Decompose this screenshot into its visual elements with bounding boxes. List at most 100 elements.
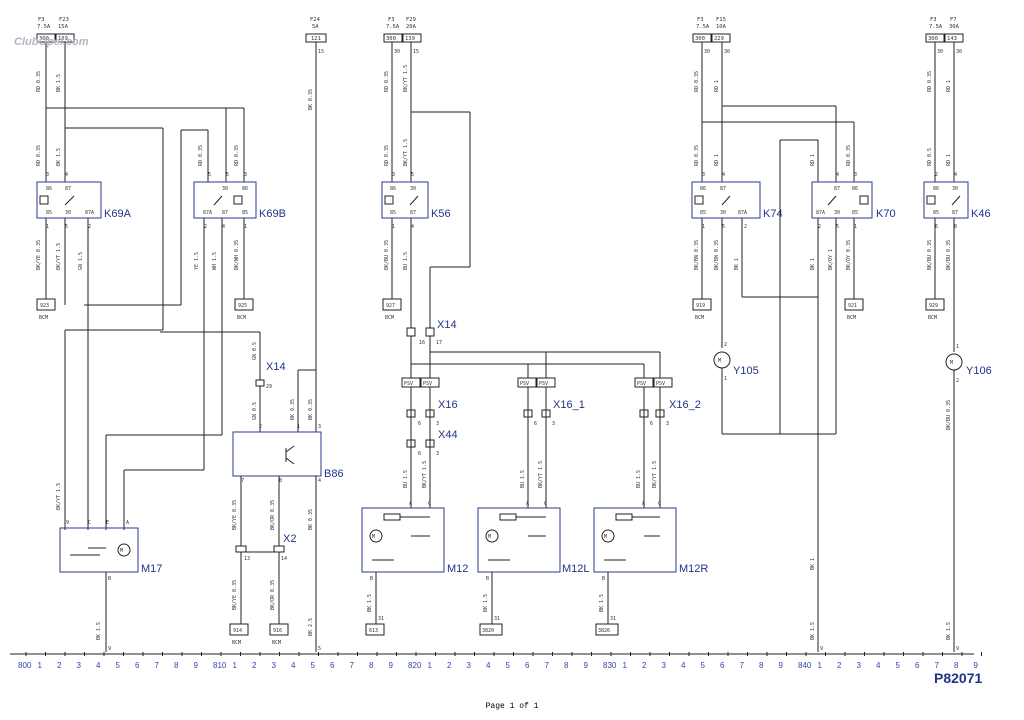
svg-text:1: 1	[46, 224, 49, 230]
svg-text:BK 0.35: BK 0.35	[308, 509, 314, 530]
svg-text:87: 87	[65, 186, 71, 192]
svg-text:RD 1: RD 1	[714, 80, 720, 92]
svg-text:5: 5	[836, 224, 839, 230]
svg-text:5: 5	[318, 646, 321, 652]
svg-text:BCM: BCM	[928, 315, 937, 321]
k56-label: K56	[431, 208, 451, 220]
svg-text:85: 85	[390, 210, 396, 216]
svg-text:RD 1: RD 1	[714, 154, 720, 166]
svg-text:9: 9	[66, 520, 69, 526]
svg-text:121: 121	[311, 36, 321, 42]
svg-text:1: 1	[956, 344, 959, 350]
svg-text:86: 86	[700, 186, 706, 192]
svg-text:PSV: PSV	[539, 381, 548, 387]
svg-text:YE 1.5: YE 1.5	[194, 252, 200, 270]
svg-text:87: 87	[222, 210, 228, 216]
svg-text:3: 3	[436, 421, 439, 427]
svg-text:2: 2	[956, 378, 959, 384]
svg-text:229: 229	[714, 36, 724, 42]
svg-text:30: 30	[704, 49, 710, 55]
svg-text:3: 3	[318, 424, 321, 430]
ruler-label: 8	[369, 661, 374, 670]
svg-text:BCM: BCM	[232, 640, 241, 646]
svg-text:30: 30	[724, 49, 730, 55]
svg-text:87: 87	[410, 210, 416, 216]
ruler-label: 4	[876, 661, 881, 670]
svg-text:30: 30	[956, 49, 962, 55]
svg-text:914: 914	[233, 628, 242, 634]
svg-text:E: E	[106, 520, 109, 526]
svg-text:F3: F3	[38, 17, 45, 23]
svg-text:M: M	[120, 548, 123, 554]
ruler-label: 3	[467, 661, 472, 670]
svg-text:87A: 87A	[203, 210, 212, 216]
svg-text:3: 3	[436, 451, 439, 457]
svg-text:BCM: BCM	[847, 315, 856, 321]
svg-text:4: 4	[65, 172, 68, 178]
svg-text:M: M	[372, 534, 375, 540]
x16-label: X16	[438, 399, 458, 411]
svg-text:A: A	[642, 501, 645, 507]
svg-text:GN 1.5: GN 1.5	[78, 252, 84, 270]
svg-text:B: B	[370, 576, 373, 582]
svg-text:BK/YT 1.5: BK/YT 1.5	[652, 461, 658, 488]
x14-a-label: X14	[266, 361, 286, 373]
ruler-label: 2	[837, 661, 842, 670]
svg-text:927: 927	[386, 303, 395, 309]
svg-text:BK/YT 1.5: BK/YT 1.5	[403, 65, 409, 92]
page-indicator: Page 1 of 1	[485, 702, 539, 711]
svg-text:6: 6	[650, 421, 653, 427]
svg-text:PSV: PSV	[637, 381, 646, 387]
ruler-label: 5	[116, 661, 121, 670]
ruler-label: 1	[623, 661, 628, 670]
svg-text:3820: 3820	[482, 628, 494, 634]
svg-text:30: 30	[394, 49, 400, 55]
svg-text:BK 1.5: BK 1.5	[96, 622, 102, 640]
svg-text:8: 8	[954, 224, 957, 230]
svg-text:BK/WH 0.35: BK/WH 0.35	[234, 240, 240, 270]
k74-label: K74	[763, 208, 783, 220]
svg-text:BCM: BCM	[237, 315, 246, 321]
x16-2-label: X16_2	[669, 399, 701, 411]
svg-text:BK 2.5: BK 2.5	[308, 618, 314, 636]
k69a-label: K69A	[104, 208, 132, 220]
svg-text:139: 139	[405, 36, 415, 42]
y106-label: Y106	[966, 365, 992, 377]
m12r-label: M12R	[679, 563, 708, 575]
svg-text:3826: 3826	[598, 628, 610, 634]
svg-text:F15: F15	[716, 17, 726, 23]
svg-text:GN 0.5: GN 0.5	[252, 402, 258, 420]
ruler-label: 4	[291, 661, 296, 670]
svg-text:30: 30	[65, 210, 71, 216]
svg-text:4: 4	[222, 224, 225, 230]
svg-text:9: 9	[820, 646, 823, 652]
svg-text:30: 30	[834, 210, 840, 216]
ruler-label: 6	[135, 661, 140, 670]
svg-text:31: 31	[378, 616, 384, 622]
ruler-label: 3	[857, 661, 862, 670]
svg-text:2: 2	[818, 224, 821, 230]
ruler-label: 3	[662, 661, 667, 670]
svg-text:RD 0.35: RD 0.35	[927, 71, 933, 92]
svg-text:WH 1.5: WH 1.5	[212, 252, 218, 270]
svg-text:BK/YT 1.5: BK/YT 1.5	[422, 461, 428, 488]
ruler-label: 7	[545, 661, 550, 670]
svg-text:C: C	[428, 501, 431, 507]
svg-text:20A: 20A	[406, 24, 417, 30]
wiring-b86: 15 BK 0.35 GN 0.5 29 X14 GN 0.5 BK 0.35 …	[160, 42, 344, 652]
ruler-label: 8	[954, 661, 959, 670]
ruler-label: 6	[915, 661, 920, 670]
svg-text:BK 1.5: BK 1.5	[483, 594, 489, 612]
svg-text:7: 7	[241, 478, 244, 484]
svg-text:1: 1	[244, 224, 247, 230]
svg-text:13: 13	[244, 556, 250, 562]
svg-text:BK/OY 1: BK/OY 1	[828, 249, 834, 270]
svg-text:1: 1	[702, 224, 705, 230]
svg-text:BCM: BCM	[695, 315, 704, 321]
svg-text:9: 9	[956, 646, 959, 652]
svg-text:B: B	[602, 576, 605, 582]
